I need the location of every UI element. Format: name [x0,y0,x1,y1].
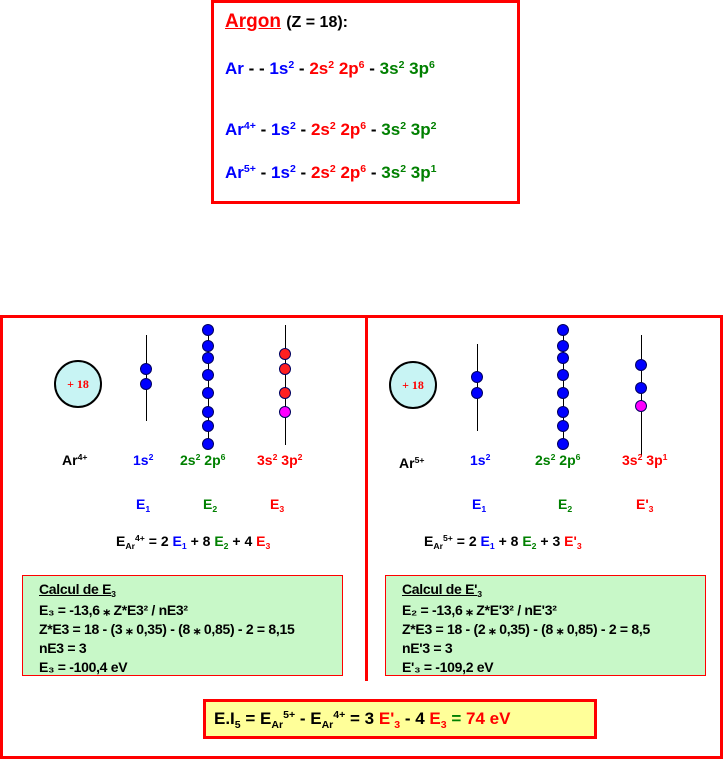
element-name: Argon [225,11,281,32]
electron-dot [557,420,569,432]
electron-dot [557,352,569,364]
shell-label-3: 3s2 3p1 [622,451,668,468]
nucleus-ar4: + 18 [54,360,102,408]
shell-label-2: 2s2 2p6 [535,451,581,468]
electron-dot [202,352,214,364]
electron-dot [557,438,569,450]
electron-dot [279,406,291,418]
energy-e3-prime: E'3 [636,496,654,515]
energy-equation-ar5: EAr5+ = 2 E1 + 8 E2 + 3 E'3 [424,532,582,552]
calc-title: Calcul de E3 [39,581,116,600]
calc-line: Z*E3 = 18 - (3 ⁎ 0,35) - (8 ⁎ 0,85) - 2 … [39,621,295,637]
electron-dot [557,369,569,381]
argon-config-box: Argon (Z = 18): Ar - - 1s2 - 2s2 2p6 - 3… [211,0,520,204]
energy-e1: E1 [472,496,487,515]
electron-dot [202,406,214,418]
electron-dot [202,387,214,399]
calc-line: E₃ = -100,4 eV [39,659,128,675]
energy-e2: E2 [558,496,573,515]
electron-dot [557,324,569,336]
ion-label-ar4: Ar4+ [62,451,88,468]
electron-dot [202,324,214,336]
electron-dot [202,369,214,381]
electron-dot [202,420,214,432]
energy-e3: E3 [270,496,285,515]
config-ar: Ar - - 1s2 - 2s2 2p6 - 3s2 3p6 [225,58,435,78]
calc-line: E₂ = -13,6 ⁎ Z*E'3² / nE'3² [402,602,557,618]
ionization-energy-result: E.I5 = EAr5+ - EAr4+ = 3 E'3 - 4 E3 = 74… [203,699,597,739]
electron-dot [557,387,569,399]
shell-label-1s: 1s2 [133,451,154,468]
electron-dot [557,406,569,418]
panel-divider [365,315,368,681]
electron-dot [279,363,291,375]
electron-dot [635,359,647,371]
shell-label-3: 3s2 3p2 [257,451,303,468]
calc-box-e3-prime: Calcul de E'3 E₂ = -13,6 ⁎ Z*E'3² / nE'3… [385,575,706,676]
electron-dot [635,400,647,412]
energy-e1: E1 [136,496,151,515]
shell-3-ar5-line [641,335,642,455]
calc-line: Z*E3 = 18 - (2 ⁎ 0,35) - (8 ⁎ 0,85) - 2 … [402,621,650,637]
electron-dot [557,340,569,352]
electron-dot [471,387,483,399]
shell-label-2: 2s2 2p6 [180,451,226,468]
electron-dot [202,438,214,450]
electron-dot [140,378,152,390]
electron-dot [279,387,291,399]
calc-line: nE'3 = 3 [402,640,453,656]
calc-title: Calcul de E'3 [402,581,482,600]
calc-line: nE3 = 3 [39,640,87,656]
comparison-panel [0,315,723,759]
nucleus-ar5: + 18 [389,361,437,409]
box-title: Argon (Z = 18): [225,11,348,33]
calc-box-e3: Calcul de E3 E₃ = -13,6 ⁎ Z*E3² / nE3² Z… [22,575,343,676]
shell-3-ar4-line [285,325,286,445]
config-ar5: Ar5+ - 1s2 - 2s2 2p6 - 3s2 3p1 [225,162,437,182]
electron-dot [471,371,483,383]
result-value: 74 eV [465,709,511,728]
config-ar4: Ar4+ - 1s2 - 2s2 2p6 - 3s2 3p2 [225,119,437,139]
energy-equation-ar4: EAr4+ = 2 E1 + 8 E2 + 4 E3 [116,532,271,552]
electron-dot [279,348,291,360]
calc-line: E'₃ = -109,2 eV [402,659,494,675]
ion-label-ar5: Ar5+ [399,454,425,471]
calc-line: E₃ = -13,6 ⁎ Z*E3² / nE3² [39,602,188,618]
electron-dot [140,363,152,375]
energy-e2: E2 [203,496,218,515]
electron-dot [635,382,647,394]
electron-dot [202,340,214,352]
shell-label-1s: 1s2 [470,451,491,468]
atomic-number: (Z = 18): [286,14,349,31]
